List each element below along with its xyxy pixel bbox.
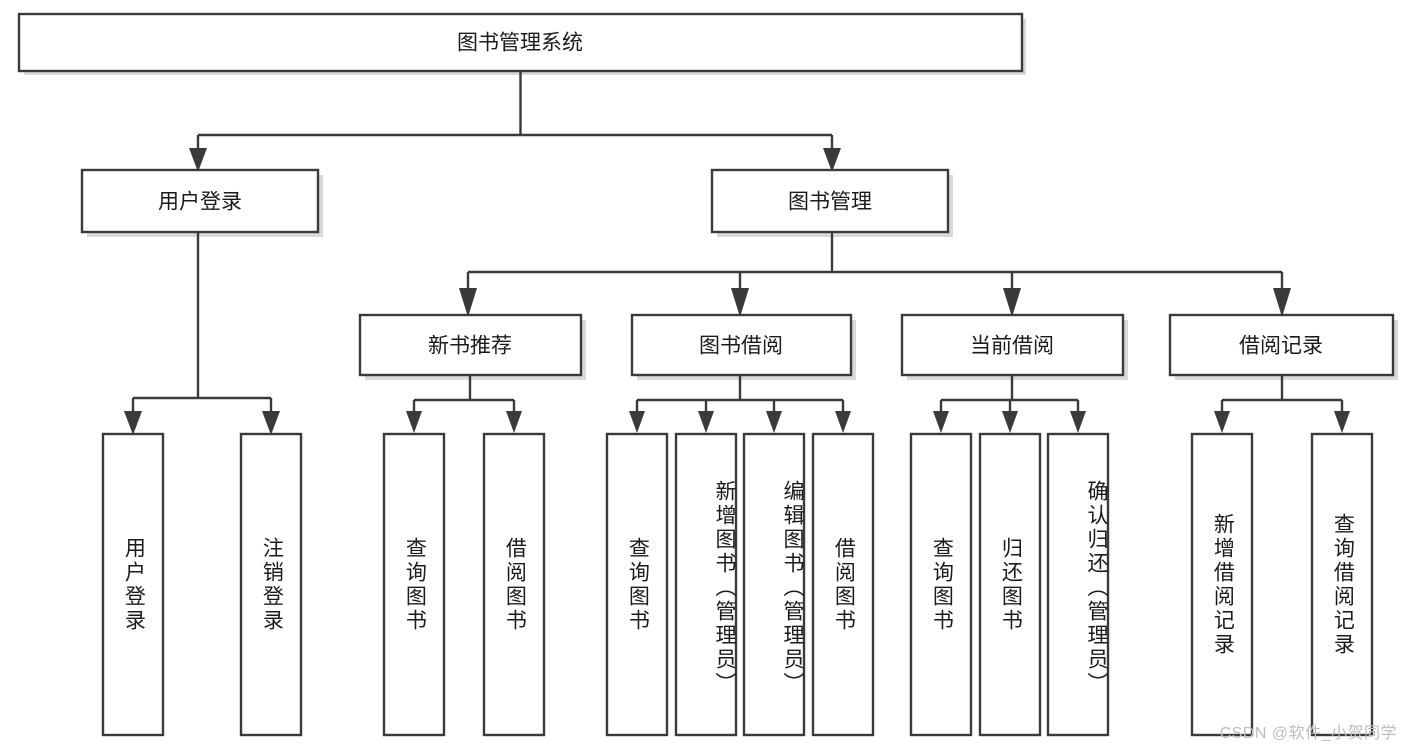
node-box-user-login[interactable] (80, 168, 320, 234)
watermark-text: CSDN @软件_小贺同学 (1219, 725, 1397, 742)
node-box-leaf[interactable] (1046, 432, 1110, 737)
leaf-label-query-book-2: 查询图书 (626, 536, 650, 633)
node-label-book-management: 图书管理 (788, 191, 872, 214)
leaf-label-logout: 注销登录 (260, 536, 284, 633)
node-box-leaf[interactable] (811, 432, 875, 737)
leaf-label-edit-book-admin: 编辑图书（管理员） (781, 479, 804, 696)
node-box-leaf[interactable] (101, 432, 165, 737)
connectors (131, 72, 1344, 413)
node-box-borrow-record[interactable] (1168, 313, 1395, 377)
node-box-current-borrow[interactable] (900, 313, 1125, 377)
node-label-book-borrow: 图书借阅 (699, 335, 783, 358)
leaf-label-user-login: 用户登录 (122, 536, 146, 633)
leaf-label-borrow-book-1: 借阅图书 (503, 536, 527, 633)
node-box-leaf[interactable] (605, 432, 669, 737)
node-box-book-management[interactable] (710, 168, 950, 234)
node-box-leaf[interactable] (382, 432, 446, 737)
node-box-leaf[interactable] (482, 432, 546, 737)
node-label-user-login: 用户登录 (158, 191, 242, 214)
leaf-label-add-book-admin: 新增图书（管理员） (713, 479, 736, 696)
node-box-leaf[interactable] (1310, 432, 1374, 737)
node-label-borrow-record: 借阅记录 (1239, 335, 1323, 358)
leaf-label-query-book-3: 查询图书 (930, 536, 954, 633)
node-box-leaf[interactable] (674, 432, 738, 737)
leaf-label-return-book: 归还图书 (999, 536, 1023, 633)
node-box-new-book-rec[interactable] (358, 313, 583, 377)
node-label-current-borrow: 当前借阅 (970, 335, 1054, 358)
leaf-label-query-book-1: 查询图书 (403, 536, 427, 633)
node-box-leaf[interactable] (1190, 432, 1254, 737)
node-label-new-book-rec: 新书推荐 (428, 335, 512, 358)
arrowheads (124, 148, 1350, 435)
leaf-label-confirm-return-admin: 确认归还（管理员） (1085, 479, 1108, 696)
node-box-root[interactable] (17, 12, 1024, 73)
leaf-label-query-borrow-record: 查询借阅记录 (1331, 512, 1355, 657)
node-label-root: 图书管理系统 (457, 32, 583, 55)
node-box-leaf[interactable] (742, 432, 806, 737)
node-labels-horizontal: 图书管理系统 用户登录 图书管理 新书推荐 图书借阅 当前借阅 借阅记录 (158, 32, 1323, 358)
node-box-leaf[interactable] (909, 432, 973, 737)
node-box-leaf[interactable] (239, 432, 303, 737)
node-box-leaf[interactable] (978, 432, 1042, 737)
node-boxes (17, 12, 1395, 737)
leaf-label-borrow-book-2: 借阅图书 (832, 536, 856, 633)
node-box-book-borrow[interactable] (630, 313, 853, 377)
leaf-label-add-borrow-record: 新增借阅记录 (1211, 512, 1235, 657)
